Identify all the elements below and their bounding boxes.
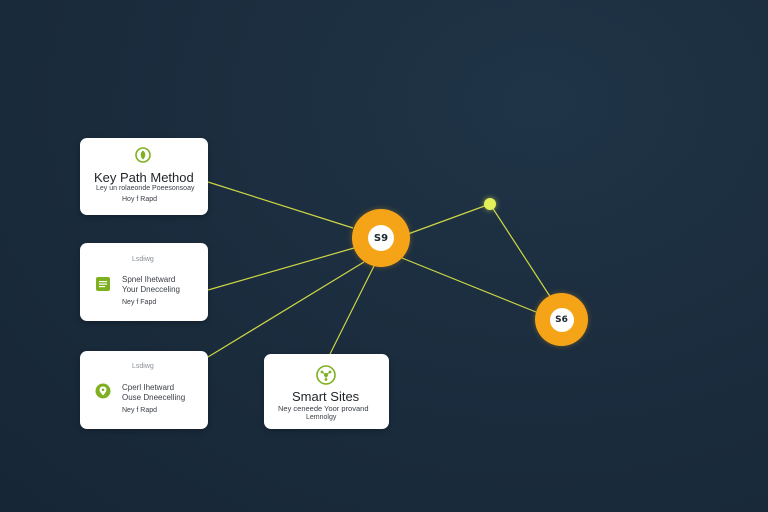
connector-main-to-secondary <box>401 257 537 313</box>
location-pin-icon <box>95 383 111 399</box>
hub-node-main-core: S9 <box>368 225 394 251</box>
connector-spnel <box>207 247 355 291</box>
card-spnel[interactable]: Lsdiwg Spnel Ihetward Your Dnecceling Ne… <box>80 243 208 321</box>
hub-node-secondary-label: S6 <box>555 314 568 325</box>
card-line-1: Spnel Ihetward <box>122 275 176 284</box>
leaf-icon <box>135 147 151 163</box>
card-eyebrow: Lsdiwg <box>132 256 154 263</box>
card-caption: Hoy f Rapd <box>122 196 158 203</box>
card-key-path-method[interactable]: Key Path Method Ley un rolaeonde Poeeson… <box>80 138 208 215</box>
junction-dot <box>484 198 496 210</box>
hub-node-main-label: S9 <box>373 232 389 244</box>
hub-node-secondary[interactable]: S6 <box>535 293 588 346</box>
card-line-2: Ouse Dneecelling <box>122 393 186 402</box>
card-smart-sites[interactable]: Smart Sites Ney ceneede Yoor provand Lem… <box>264 354 389 429</box>
card-subtitle: Ley un rolaeonde Poeesonsoay <box>96 185 195 192</box>
card-title: Smart Sites <box>292 389 360 404</box>
network-icon <box>316 365 336 385</box>
connector-smart-sites <box>329 265 375 355</box>
card-caption: Lemnolgy <box>306 414 337 421</box>
card-caption: Ney f Rapd <box>122 407 158 414</box>
connector-main-to-dot <box>407 203 491 235</box>
card-cperl[interactable]: Lsdiwg Cperl Ihetward Ouse Dneecelling N… <box>80 351 208 429</box>
card-eyebrow: Lsdiwg <box>132 363 154 370</box>
card-subtitle: Ney ceneede Yoor provand <box>278 404 369 413</box>
connector-key-path <box>207 181 354 229</box>
connector-cperl <box>207 261 365 358</box>
connector-dot-to-secondary <box>489 203 552 299</box>
card-line-1: Cperl Ihetward <box>122 383 175 392</box>
card-caption: Ney f Fapd <box>122 299 157 306</box>
hub-node-main[interactable]: S9 <box>352 209 410 267</box>
document-icon <box>95 276 111 292</box>
card-line-2: Your Dnecceling <box>122 285 180 294</box>
card-title: Key Path Method <box>94 170 194 185</box>
hub-node-secondary-core: S6 <box>549 307 574 332</box>
